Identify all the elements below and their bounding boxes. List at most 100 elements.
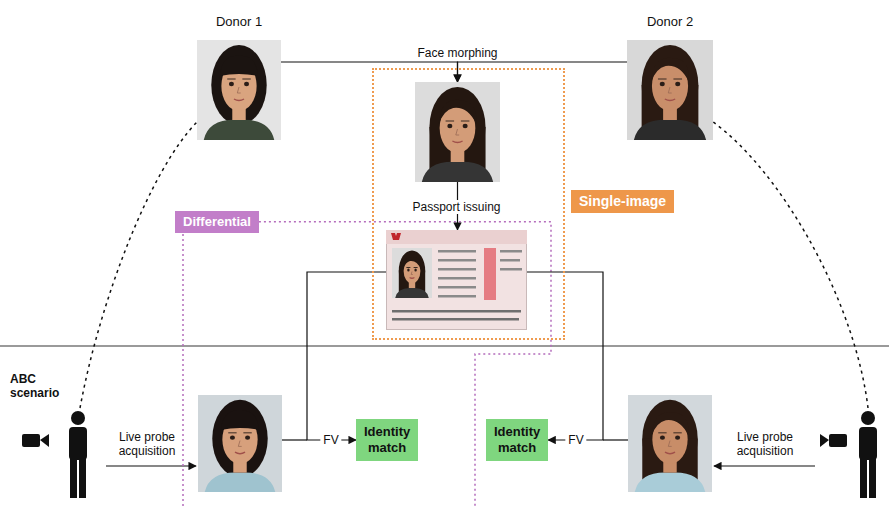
illustration-part — [500, 250, 522, 253]
illustration-part — [392, 318, 519, 321]
illustration-part — [415, 82, 500, 182]
identity-match-box: Identity match — [356, 419, 418, 460]
connector — [527, 272, 603, 440]
illustration-part — [658, 79, 667, 80]
donor-link — [713, 122, 868, 408]
illustration-part — [198, 395, 282, 492]
illustration-part — [40, 434, 49, 447]
illustration-part — [221, 410, 260, 433]
illustration-part — [245, 436, 250, 440]
illustration-part — [635, 472, 706, 492]
illustration-part — [205, 472, 276, 492]
fv-label: FV — [565, 433, 586, 447]
single-image-region: Single-imageFace morphingPassport issuin… — [372, 68, 565, 340]
step-label: Live probe acquisition — [107, 430, 187, 459]
illustration-part — [673, 432, 681, 433]
illustration-part — [627, 40, 713, 140]
illustration-part — [660, 82, 665, 86]
illustration-part — [197, 40, 281, 140]
probe-photo — [198, 395, 282, 492]
illustration-part — [446, 121, 455, 122]
illustration-part — [438, 268, 476, 271]
differential-outline — [182, 233, 184, 506]
photo-heading: Donor 2 — [644, 14, 696, 30]
acquisition-arrow — [714, 465, 815, 466]
probe-line — [282, 439, 307, 440]
illustration-part — [820, 434, 829, 447]
illustration-part — [438, 295, 476, 298]
illustration-part — [79, 458, 86, 498]
illustration-part — [220, 56, 259, 80]
illustration-part — [456, 129, 459, 135]
illustration-part — [452, 141, 462, 143]
identity-match-box: Identity match — [486, 419, 548, 460]
photo-heading: Donor 1 — [213, 14, 265, 30]
photo-heading: Face morphing — [414, 46, 500, 60]
illustration-part — [243, 432, 251, 433]
illustration-part — [861, 411, 875, 425]
illustration-part — [628, 395, 712, 492]
illustration-part — [230, 436, 235, 440]
donor-photo: Donor 1 — [197, 40, 281, 140]
face-photo — [197, 40, 281, 140]
morph-photo: Face morphing — [415, 82, 500, 182]
illustration-part — [438, 259, 476, 262]
layout-lines — [106, 222, 815, 506]
connector — [458, 62, 628, 82]
region-label: Single-image — [571, 190, 674, 213]
illustration-part — [411, 272, 413, 275]
illustration-part — [438, 250, 476, 253]
illustration-part — [463, 124, 468, 128]
illustration-part — [244, 82, 249, 86]
passport: Passport issuing — [386, 230, 527, 330]
illustration-part — [461, 121, 470, 122]
illustration-part — [235, 452, 245, 453]
illustration-part — [414, 268, 416, 271]
illustration-part — [447, 124, 452, 128]
person-icon — [69, 411, 87, 498]
illustration-part — [386, 230, 527, 244]
illustration-part — [634, 120, 706, 140]
illustration-part — [675, 436, 680, 440]
illustration-part — [668, 441, 671, 447]
illustration-part — [438, 286, 476, 289]
scenario-divider — [0, 345, 889, 347]
illustration-part — [234, 99, 244, 101]
illustration-part — [414, 267, 418, 268]
passport-illustration — [386, 230, 527, 330]
illustration-part — [668, 87, 671, 93]
illustration-part — [228, 432, 236, 433]
illustration-part — [392, 248, 432, 298]
illustration-part — [652, 412, 689, 435]
illustration-part — [392, 248, 432, 298]
illustration-part — [229, 82, 234, 86]
illustration-part — [395, 288, 429, 298]
illustration-part — [70, 458, 77, 498]
differential-tag: Differential — [175, 211, 259, 233]
face-photo — [415, 82, 500, 182]
scenario-label: ABC scenario — [10, 372, 59, 401]
probe-photo — [628, 395, 712, 492]
illustration-part — [500, 259, 520, 262]
differential-outline — [259, 222, 551, 506]
illustration-part — [22, 434, 40, 447]
illustration-part — [71, 411, 85, 425]
illustration-part — [237, 87, 240, 93]
step-label: Live probe acquisition — [725, 430, 805, 459]
illustration-part — [660, 436, 665, 440]
illustration-part — [392, 310, 521, 313]
fv-label: FV — [320, 433, 341, 447]
illustration-part — [407, 268, 409, 271]
illustration-part — [829, 434, 847, 447]
illustration-part — [406, 267, 410, 268]
illustration-part — [439, 100, 477, 124]
illustration-part — [484, 248, 496, 300]
box-label: Identity match — [364, 424, 410, 455]
illustration-part — [69, 427, 87, 460]
face-photo — [627, 40, 713, 140]
illustration-part — [665, 99, 675, 101]
illustration-part — [211, 45, 266, 125]
illustration-part — [242, 79, 250, 80]
illustration-part — [403, 257, 421, 269]
